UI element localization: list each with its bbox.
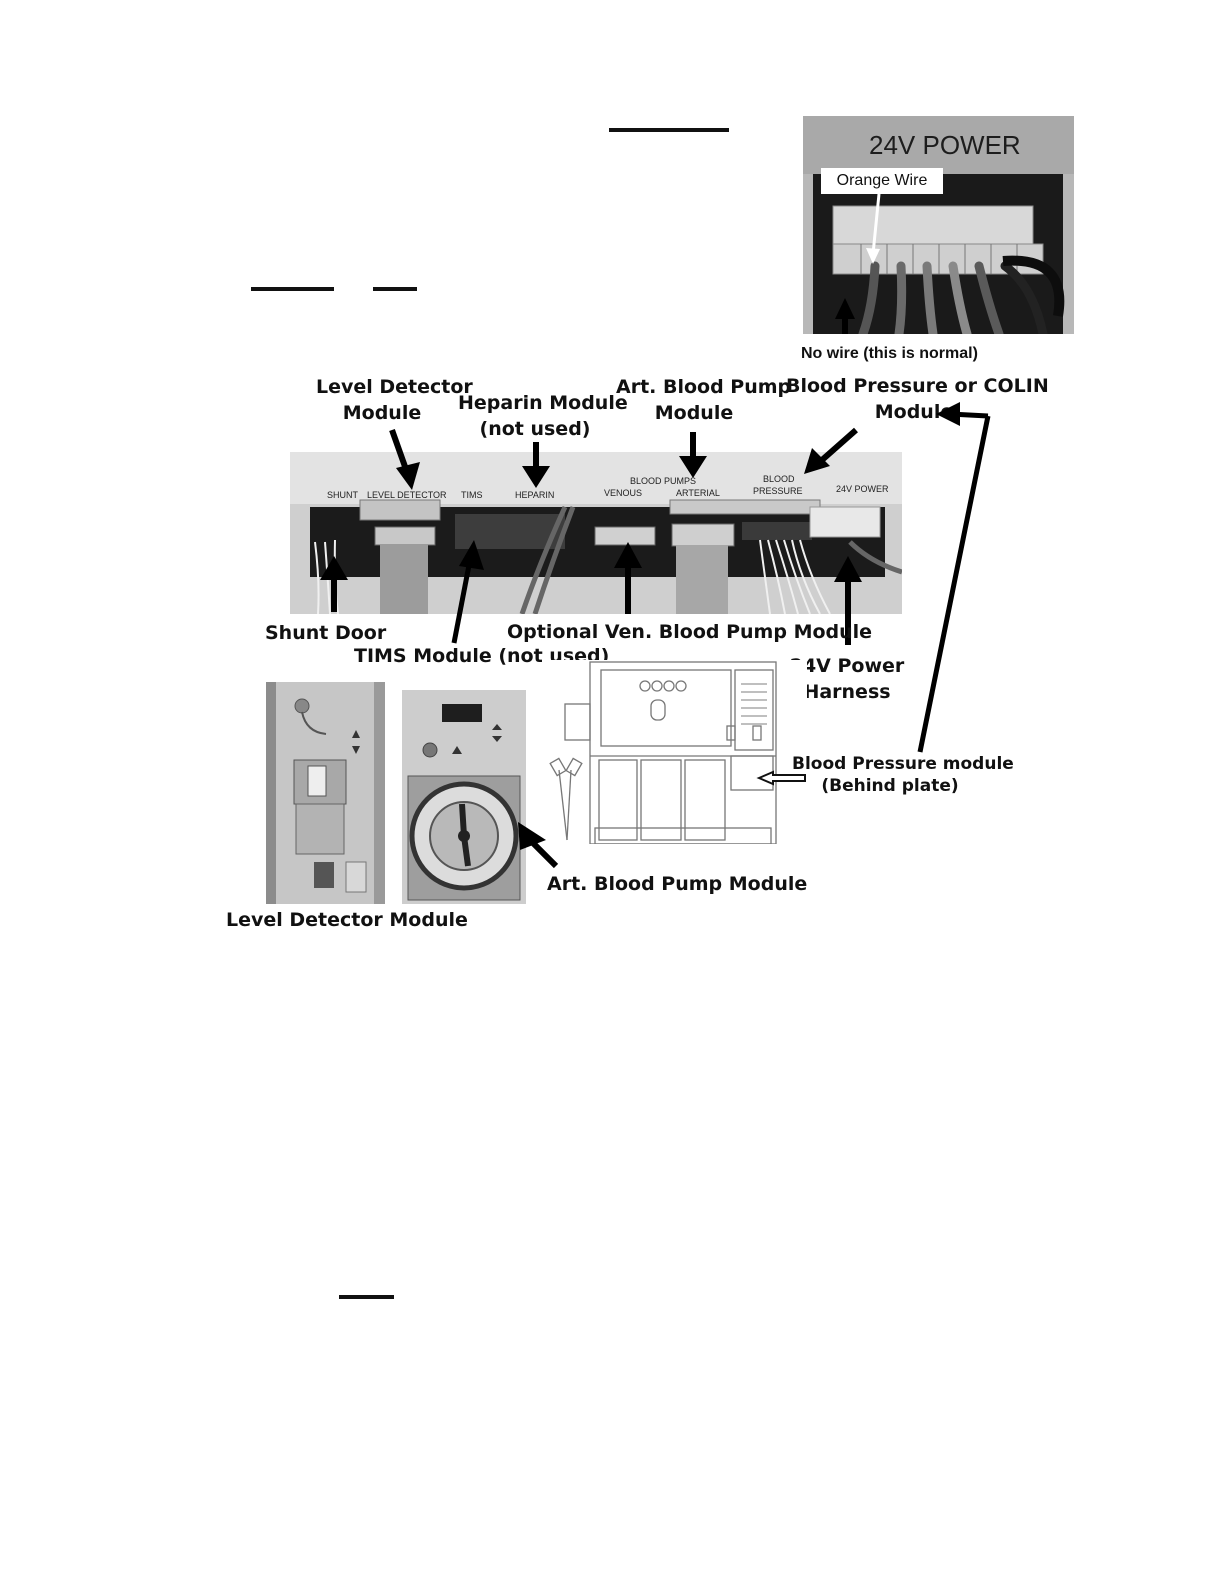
slot-label-level-detector: LEVEL DETECTOR [367, 490, 447, 500]
slot-label-venous: VENOUS [604, 488, 643, 498]
slot-label-blood: BLOOD [763, 474, 795, 484]
label-line: Harness [803, 681, 891, 703]
label-heparin-module: Heparin Module (not used) [458, 390, 628, 442]
label-line: (Behind plate) [821, 776, 959, 796]
label-line: Module [342, 402, 422, 424]
power-header-text: 24V POWER [869, 130, 1021, 160]
label-level-detector-bottom: Level Detector Module [226, 909, 468, 931]
module-panel-photo: SHUNT LEVEL DETECTOR TIMS HEPARIN BLOOD … [290, 452, 902, 614]
label-level-detector-module: Level Detector Module [316, 374, 473, 426]
slot-label-blood-pumps: BLOOD PUMPS [630, 476, 697, 486]
orange-wire-callout: Orange Wire [821, 168, 943, 194]
white-arrow [866, 193, 881, 264]
underline-rule-4 [339, 1295, 394, 1299]
slot-label-tims: TIMS [461, 490, 483, 500]
label-line: Level Detector [316, 376, 473, 398]
label-line: Module [874, 401, 954, 423]
arterial-pump-photo [402, 690, 526, 904]
label-line: Art. Blood Pump [616, 376, 792, 398]
label-art-blood-pump-bottom: Art. Blood Pump Module [547, 873, 808, 895]
black-arrow-up [835, 298, 855, 334]
slot-label-24v-power: 24V POWER [836, 484, 889, 494]
label-bp-module-behind-plate: Blood Pressure module (Behind plate) [792, 753, 1014, 797]
label-bp-colin-module: Blood Pressure or COLIN Module [786, 373, 1049, 425]
label-line: (not used) [479, 418, 591, 440]
label-optional-ven-pump: Optional Ven. Blood Pump Module [507, 621, 873, 643]
label-line: 24V Power [789, 655, 905, 677]
underline-rule-2 [251, 287, 334, 291]
label-line: Blood Pressure or COLIN [786, 375, 1049, 397]
slot-label-pressure: PRESSURE [753, 486, 803, 496]
label-art-blood-pump-top: Art. Blood Pump Module [616, 374, 792, 426]
underline-rule-3 [373, 287, 417, 291]
slot-label-arterial: ARTERIAL [676, 488, 720, 498]
level-detector-photo [266, 682, 385, 904]
label-shunt-door: Shunt Door [265, 622, 387, 644]
label-line: Heparin Module [458, 392, 628, 414]
slot-label-shunt: SHUNT [327, 490, 358, 500]
power-photo-caption: No wire (this is normal) [801, 345, 978, 362]
label-line: Module [654, 402, 734, 424]
underline-rule-1 [609, 128, 729, 132]
slot-label-heparin: HEPARIN [515, 490, 555, 500]
label-line: Blood Pressure module [792, 754, 1014, 774]
power-connector-photo: 24V POWER Orange Wire [803, 116, 1074, 334]
machine-diagram [545, 660, 807, 844]
label-24v-power-harness: 24V Power Harness [788, 653, 906, 705]
